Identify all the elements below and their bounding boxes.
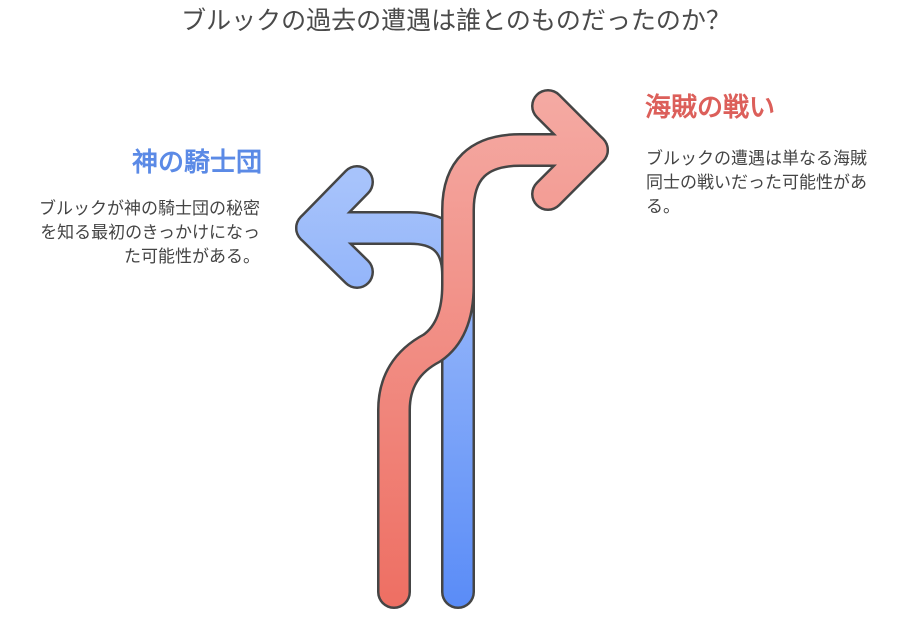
page-title: ブルックの過去の遭遇は誰とのものだったのか？	[181, 6, 731, 35]
red-arrow	[377, 89, 609, 609]
option-description-knights: ブルックが神の騎士団の秘密を知る最初のきっかけになった可能性がある。	[39, 199, 260, 267]
option-heading-knights: 神の騎士団	[131, 148, 262, 178]
option-heading-pirate-battle: 海賊の戦い	[645, 93, 776, 123]
option-description-pirate-battle: ブルックの遭遇は単なる海賊同士の戦いだった可能性がある。	[646, 149, 867, 217]
